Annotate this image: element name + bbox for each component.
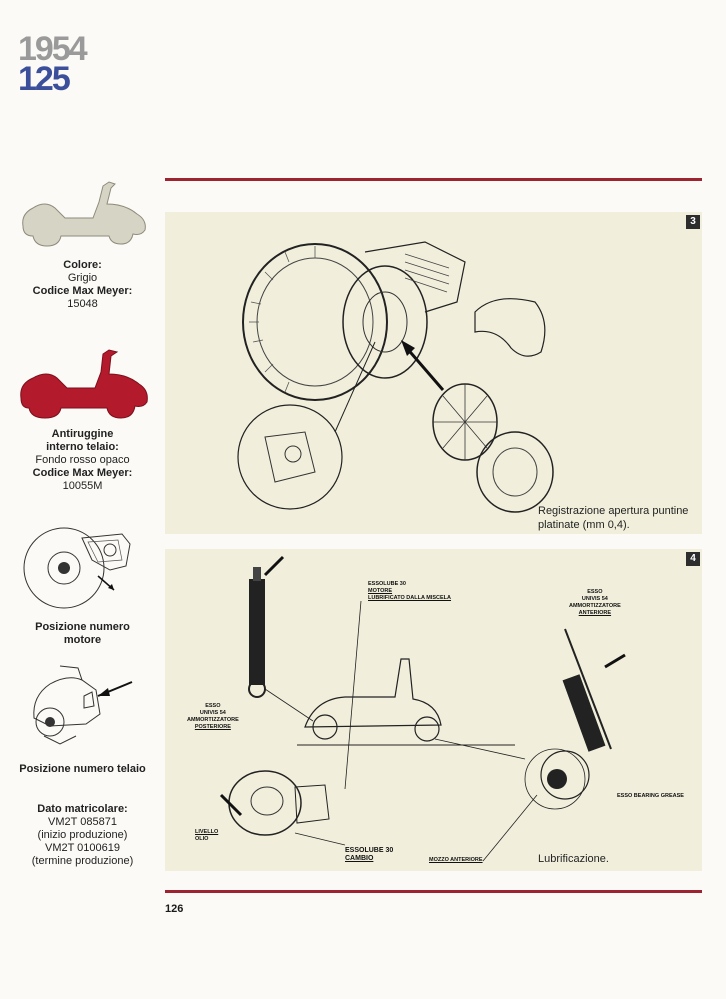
engine-number-sketch bbox=[23, 527, 131, 609]
cambio-label: ESSOLUBE 30 CAMBIO bbox=[345, 847, 393, 863]
figure-4-number: 4 bbox=[686, 552, 700, 566]
frame-position-caption: Posizione numero telaio bbox=[19, 763, 146, 775]
rust-value: Fondo rosso opaco bbox=[35, 454, 130, 466]
front-shock-label-line-4: ANTERIORE bbox=[578, 610, 612, 616]
serial-start-note: (inizio produzione) bbox=[37, 829, 128, 841]
year-heading: 1954 bbox=[18, 30, 88, 68]
serial-end-note: (termine produzione) bbox=[31, 855, 134, 867]
rear-shock-label-line-2: UNIVIS 54 bbox=[199, 710, 226, 716]
color-label: Colore: bbox=[63, 259, 102, 271]
motore-label-line-2: MOTORE bbox=[368, 588, 393, 594]
cambio-label-line-2: CAMBIO bbox=[345, 855, 374, 862]
front-shock-label-line-2: UNIVIS 54 bbox=[581, 596, 608, 602]
front-shock-label-line-1: ESSO bbox=[587, 589, 603, 595]
color-value: Grigio bbox=[67, 272, 98, 284]
page-number: 126 bbox=[165, 903, 184, 915]
bearing-grease-label: ESSO BEARING GREASE bbox=[617, 793, 684, 799]
serial-label: Dato matricolare: bbox=[37, 803, 128, 815]
rear-shock-label-line-3: AMMORTIZZATORE bbox=[187, 717, 239, 723]
figure-4-caption: Lubrificazione. bbox=[538, 853, 609, 865]
top-divider bbox=[165, 178, 702, 181]
model-heading: 125 bbox=[18, 60, 71, 98]
gray-scooter-silhouette bbox=[22, 181, 146, 247]
serial-info: Dato matricolare: VM2T 085871 (inizio pr… bbox=[15, 803, 150, 868]
rust-info: Antiruggine interno telaio: Fondo rosso … bbox=[15, 428, 150, 493]
serial-start: VM2T 085871 bbox=[48, 816, 117, 828]
rust-label: Antiruggine bbox=[51, 428, 114, 440]
mozzo-label-text: MOZZO ANTERIORE bbox=[429, 857, 483, 863]
red-scooter-silhouette bbox=[20, 349, 148, 419]
cambio-label-line-1: ESSOLUBE 30 bbox=[345, 847, 394, 854]
rear-shock-label: ESSO UNIVIS 54 AMMORTIZZATORE POSTERIORE bbox=[187, 703, 239, 731]
motore-label-line-1: ESSOLUBE 30 bbox=[368, 581, 406, 587]
livello-label-line-2: OLIO bbox=[195, 836, 209, 842]
rust-code-label: Codice Max Meyer: bbox=[32, 467, 133, 479]
color-code-label: Codice Max Meyer: bbox=[32, 285, 133, 297]
front-shock-label: ESSO UNIVIS 54 AMMORTIZZATORE ANTERIORE bbox=[569, 589, 621, 617]
mozzo-anteriore-label: MOZZO ANTERIORE bbox=[429, 857, 483, 864]
frame-number-sketch bbox=[33, 665, 133, 745]
rear-shock-label-line-4: POSTERIORE bbox=[194, 724, 231, 730]
color-info: Colore: Grigio Codice Max Meyer: 15048 bbox=[15, 259, 150, 311]
bottom-divider bbox=[165, 890, 702, 893]
front-shock-label-line-3: AMMORTIZZATORE bbox=[569, 603, 621, 609]
rear-shock-label-line-1: ESSO bbox=[205, 703, 221, 709]
engine-position-caption: Posizione numero motore bbox=[35, 621, 130, 646]
livello-olio-label: LIVELLO OLIO bbox=[195, 829, 218, 843]
figure-3-panel: 3 bbox=[165, 212, 702, 534]
motore-label: ESSOLUBE 30 MOTORE LUBRIFICATO DALLA MIS… bbox=[368, 581, 451, 602]
figure-3-caption-line-1: Registrazione apertura puntine bbox=[538, 505, 689, 517]
color-code-value: 15048 bbox=[67, 298, 98, 310]
magneto-exploded-drawing bbox=[237, 241, 554, 513]
figure-3-number: 3 bbox=[686, 215, 700, 229]
figure-3-caption: Registrazione apertura puntine platinate… bbox=[538, 504, 688, 532]
serial-end: VM2T 0100619 bbox=[44, 842, 121, 854]
rust-code-value: 10055M bbox=[62, 480, 103, 492]
figure-3-caption-line-2: platinate (mm 0,4). bbox=[538, 519, 630, 531]
figure-4-panel: 4 ESSOLUBE 30 MOTORE LUBRIFICATO DALLA bbox=[165, 549, 702, 871]
livello-label-line-1: LIVELLO bbox=[195, 829, 219, 835]
lubrication-drawing bbox=[219, 555, 626, 862]
rust-label-2: interno telaio: bbox=[46, 441, 119, 453]
motore-label-line-3: LUBRIFICATO DALLA MISCELA bbox=[368, 595, 452, 601]
